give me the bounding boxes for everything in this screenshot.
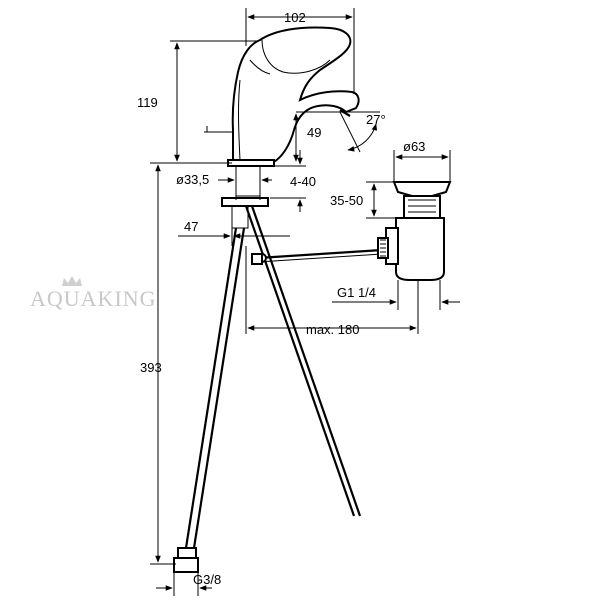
dim-label-47: 47 [184, 219, 198, 234]
watermark-text: AQUAKING [30, 286, 157, 311]
dim-label-33-5: ø33,5 [176, 172, 209, 187]
supply-hose [173, 227, 246, 573]
dim-label-max-180: max. 180 [306, 322, 359, 337]
dim-drain-63: ø63 [393, 139, 451, 182]
dim-label-35-50: 35-50 [330, 193, 363, 208]
dim-height-393: 393 [140, 162, 232, 565]
dim-offset-47: 47 [178, 216, 290, 246]
dim-label-27: 27° [366, 112, 386, 127]
drain-assembly [377, 181, 452, 281]
dim-drain-35-50: 35-50 [330, 181, 404, 219]
linkage-rod [251, 248, 383, 265]
dim-hose-thread: G3/8 [156, 572, 221, 596]
dim-drain-thread: G1 1/4 [332, 280, 460, 310]
dim-diameter-33: ø33,5 [176, 166, 272, 200]
dim-label-393: 393 [140, 360, 162, 375]
dim-width-102: 102 [245, 8, 355, 94]
dim-label-102: 102 [284, 10, 306, 25]
dim-label-g3-8: G3/8 [193, 572, 221, 587]
dim-deck-4-40: 4-40 [270, 150, 316, 212]
dim-max-180: max. 180 [245, 246, 419, 337]
crown-icon [62, 276, 82, 286]
dim-label-49: 49 [307, 125, 321, 140]
dim-label-4-40: 4-40 [290, 174, 316, 189]
dim-spout-49: 49 [293, 111, 342, 162]
dim-label-63: ø63 [403, 139, 425, 154]
dim-angle-27: 27° [339, 111, 386, 153]
faucet-body [204, 26, 360, 229]
dim-label-119: 119 [137, 95, 158, 110]
dim-label-g1-1-4: G1 1/4 [337, 285, 376, 300]
watermark-logo: AQUAKING [30, 276, 157, 311]
